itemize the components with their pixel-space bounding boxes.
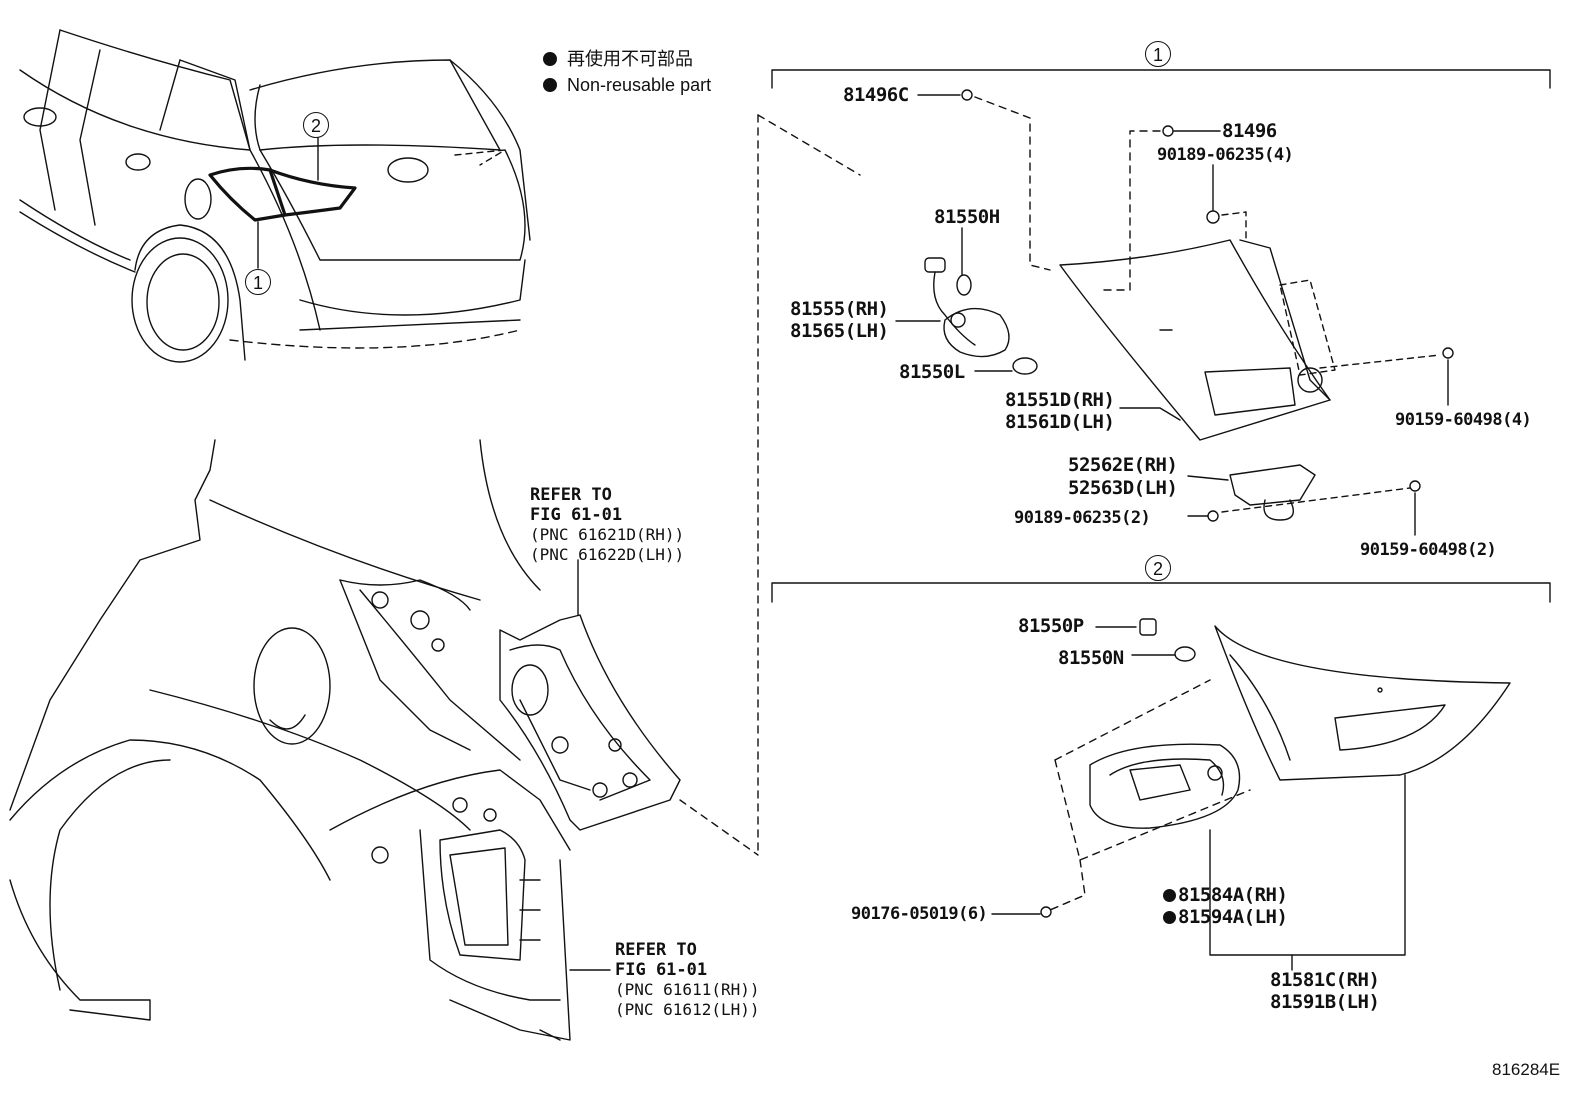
legend-jp: 再使用不可部品	[543, 46, 693, 72]
part-81594A-lh[interactable]: 81594A(LH)	[1163, 906, 1288, 928]
non-reusable-dot-icon	[1163, 889, 1176, 902]
bulb-icon-3	[1174, 646, 1196, 662]
tail-lamp-body-illustration	[1059, 239, 1336, 441]
non-reusable-dot-icon	[1163, 911, 1176, 924]
legend-en-text: Non-reusable part	[567, 75, 712, 95]
callout-2[interactable]: 2	[1145, 555, 1171, 581]
part-81496[interactable]: 81496	[1222, 120, 1277, 142]
car-callout-2[interactable]: 2	[303, 112, 329, 138]
refer-pnc-lh: (PNC 61622D(LH))	[530, 545, 685, 564]
refer-to-block-2[interactable]: REFER TO FIG 61-01 (PNC 61611(RH)) (PNC …	[615, 940, 760, 1020]
non-reusable-dot-icon	[543, 78, 557, 92]
part-52563D-lh[interactable]: 52563D(LH)	[1068, 477, 1178, 499]
part-81551D-rh[interactable]: 81551D(RH)	[1005, 389, 1115, 411]
refer-to-block-1[interactable]: REFER TO FIG 61-01 (PNC 61621D(RH)) (PNC…	[530, 485, 684, 565]
bulb-icon	[956, 274, 972, 296]
figure-number: 816284E	[1492, 1060, 1561, 1079]
legend-jp-text: 再使用不可部品	[567, 49, 693, 69]
part-90176-05019-6[interactable]: 90176-05019(6)	[851, 904, 988, 924]
refer-title: REFER TO	[615, 940, 697, 960]
car-callout-1[interactable]: 1	[245, 269, 271, 295]
clip-icon	[961, 89, 973, 101]
refer-pnc-lh: (PNC 61612(LH))	[615, 1000, 760, 1019]
screw-icon-3	[1207, 510, 1219, 522]
screw-icon-5	[1040, 906, 1052, 918]
part-90159-60498-4[interactable]: 90159-60498(4)	[1395, 410, 1532, 430]
refer-pnc-rh: (PNC 61621D(RH))	[530, 525, 685, 544]
part-90189-06235-2[interactable]: 90189-06235(2)	[1014, 508, 1151, 528]
screw-icon	[1206, 210, 1220, 224]
part-90189-06235-4[interactable]: 90189-06235(4)	[1157, 145, 1294, 165]
part-90159-60498-2[interactable]: 90159-60498(2)	[1360, 540, 1497, 560]
part-81584A-rh[interactable]: 81584A(RH)	[1163, 884, 1288, 906]
group1-bracket	[771, 69, 1551, 89]
refer-fig: FIG 61-01	[530, 505, 623, 525]
part-81550H[interactable]: 81550H	[934, 206, 1000, 228]
non-reusable-dot-icon	[543, 52, 557, 66]
part-81561D-lh[interactable]: 81561D(LH)	[1005, 411, 1115, 433]
part-81496C[interactable]: 81496C	[843, 84, 909, 106]
socket-icon	[1139, 618, 1157, 636]
pillar-illustration	[499, 614, 681, 831]
refer-title: REFER TO	[530, 485, 612, 505]
quarter-panel-illustration	[9, 439, 571, 1041]
callout-1[interactable]: 1	[1145, 41, 1171, 67]
part-81550N[interactable]: 81550N	[1058, 647, 1124, 669]
part-81550P[interactable]: 81550P	[1018, 615, 1084, 637]
bracket-illustration	[1229, 464, 1316, 521]
socket-wire-illustration	[924, 257, 1010, 358]
car-rear-illustration	[19, 29, 531, 363]
part-81594A-text: 81594A(LH)	[1178, 906, 1288, 928]
part-81584A-text: 81584A(RH)	[1178, 884, 1288, 906]
screw-icon-2	[1442, 347, 1454, 359]
part-81555-rh[interactable]: 81555(RH)	[790, 298, 889, 320]
legend-en: Non-reusable part	[543, 72, 711, 98]
clip-icon-2	[1162, 125, 1174, 137]
group2-bracket	[771, 582, 1551, 603]
part-81565-lh[interactable]: 81565(LH)	[790, 320, 889, 342]
refer-fig: FIG 61-01	[615, 960, 708, 980]
bulb-icon-2	[1012, 357, 1038, 375]
screw-icon-4	[1409, 480, 1421, 492]
gasket-illustration	[1089, 743, 1241, 829]
part-81550L[interactable]: 81550L	[899, 361, 965, 383]
part-81591B-lh[interactable]: 81591B(LH)	[1270, 991, 1380, 1013]
part-81581C-rh[interactable]: 81581C(RH)	[1270, 969, 1380, 991]
part-52562E-rh[interactable]: 52562E(RH)	[1068, 454, 1178, 476]
refer-pnc-rh: (PNC 61611(RH))	[615, 980, 760, 999]
outer-lamp-illustration	[1214, 625, 1511, 781]
